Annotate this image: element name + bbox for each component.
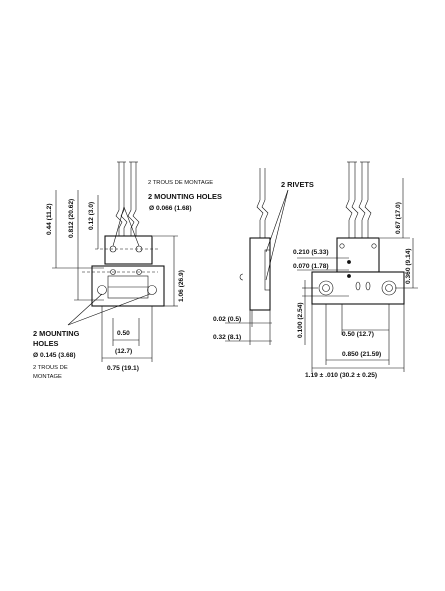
left-view: 0.44 (11.2) 0.812 (20.62) 0.12 (3.0) 1.0… [33, 161, 222, 380]
dim-label-119: 1.19 ± .010 (30.2 ± 0.25) [305, 372, 377, 379]
bottom-holes-label-2: HOLES [33, 339, 59, 348]
lead-wires-side [256, 168, 269, 240]
dim-label-0210: 0.210 (5.33) [293, 249, 329, 256]
dim-label-012: 0.12 (3.0) [88, 202, 95, 230]
bottom-holes-diameter: Ø 0.145 (3.68) [33, 352, 76, 359]
bottom-holes-label: 2 MOUNTING [33, 329, 80, 338]
dim-label-050-right: 0.50 (12.7) [342, 331, 374, 338]
dim-label-002: 0.02 (0.5) [213, 316, 241, 323]
rivets-label: 2 RIVETS [281, 180, 314, 189]
dim-label-0100: 0.100 (2.54) [297, 302, 304, 338]
large-mounting-hole [97, 285, 107, 295]
dim-label-106: 1.06 (26.9) [178, 270, 185, 302]
large-mounting-hole [147, 285, 157, 295]
rear-mounting-hole [318, 280, 334, 296]
lead-wires-left [115, 161, 140, 238]
dim-label-032: 0.32 (8.1) [213, 334, 241, 341]
french-label-bottom: 2 TROUS DE [33, 365, 68, 371]
rear-body-lower [311, 271, 405, 305]
rear-body-upper [336, 237, 380, 273]
top-holes-diameter: Ø 0.066 (1.68) [149, 205, 192, 212]
dim-label-067: 0.67 (17.0) [395, 202, 402, 234]
dim-label-0360: 0.360 (9.14) [405, 248, 412, 284]
dim-label-044: 0.44 (11.2) [46, 203, 53, 235]
dim-label-075: 0.75 (19.1) [107, 365, 139, 372]
dim-label-0850: 0.850 (21.59) [342, 351, 381, 358]
french-label-top: 2 TROUS DE MONTAGE [148, 180, 213, 186]
right-view: 0.210 (5.33) 0.070 (1.78) 0.67 (17.0) 0.… [293, 161, 418, 379]
dim-label-050-mm: (12.7) [115, 348, 132, 355]
side-view: 2 RIVETS 0.02 (0.5) 0.32 (8.1) [213, 168, 314, 345]
switch-body-upper [104, 235, 153, 265]
top-holes-label: 2 MOUNTING HOLES [148, 192, 222, 201]
dim-label-050: 0.50 [117, 330, 130, 337]
dim-label-0812: 0.812 (20.62) [68, 199, 75, 238]
dim-label-0070: 0.070 (1.78) [293, 263, 329, 270]
french-label-bottom-2: MONTAGE [33, 374, 62, 380]
lead-wires-right [345, 161, 372, 240]
